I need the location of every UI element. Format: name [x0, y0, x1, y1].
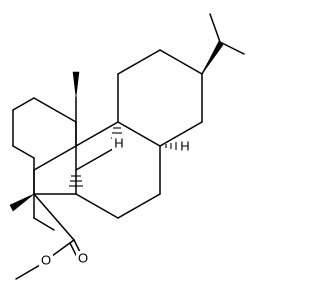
hydrogen-label: H: [114, 136, 123, 151]
bond: [219, 41, 245, 55]
bond: [69, 242, 77, 256]
ring-a-bonds: [12, 96, 77, 231]
bond: [33, 193, 75, 241]
bond: [117, 49, 161, 75]
bond: [117, 193, 161, 219]
bond: [33, 97, 77, 123]
bond: [117, 121, 161, 147]
stereo-wedges: [9, 40, 224, 212]
bond: [33, 217, 55, 231]
bond: [51, 239, 75, 257]
oxygen-label: O: [78, 251, 88, 266]
bond: [75, 145, 119, 171]
atom-label-o-ester: O: [39, 253, 53, 268]
atom-label-h-c8a: H: [178, 139, 192, 154]
atom-label-o-carbonyl: O: [76, 251, 90, 266]
wedge-bond: [9, 193, 35, 212]
bond: [209, 13, 221, 43]
hydrogen-label: H: [180, 139, 189, 154]
bond: [15, 264, 41, 280]
wedge-bond: [72, 71, 80, 98]
oxygen-label: O: [41, 253, 51, 268]
ring-skeleton-bonds: [12, 49, 203, 219]
bond: [12, 97, 35, 111]
bond: [73, 239, 81, 253]
wedge-bond: [201, 40, 224, 75]
chemical-structure-diagram: H H O O: [9, 13, 245, 280]
atom-label-h-c4b: H: [112, 136, 126, 151]
substituent-bonds: [15, 13, 245, 280]
bond: [159, 121, 203, 147]
bond: [75, 121, 119, 147]
bond: [75, 193, 119, 219]
bond: [33, 145, 77, 171]
bond: [159, 49, 203, 75]
bond: [12, 145, 35, 159]
